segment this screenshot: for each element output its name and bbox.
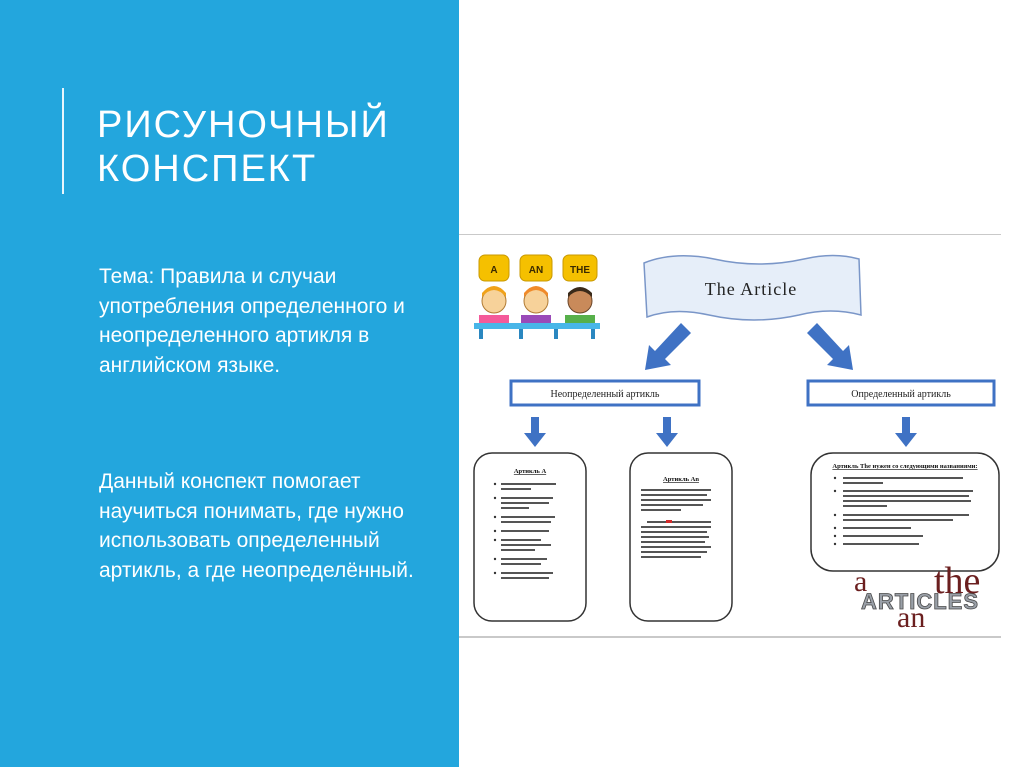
badge-an: AN [519, 254, 553, 282]
article-diagram-image: A AN THE [459, 235, 1001, 639]
card-article-an: Артикль An [629, 452, 733, 622]
indefinite-box: Неопределенный артикль [509, 379, 701, 407]
kids-illustration: A AN THE [474, 254, 600, 339]
topic-paragraph: Тема: Правила и случаи употребления опре… [99, 265, 405, 377]
badge-the: THE [562, 254, 598, 282]
slide-title: РИСУНОЧНЫЙ КОНСПЕКТ [97, 103, 447, 191]
arrow-down-right [807, 323, 853, 370]
arrow-down-left [645, 323, 691, 370]
badge-the-label: THE [570, 265, 590, 276]
card-article-the: Артикль The нужен со следующими названия… [810, 452, 1000, 572]
logo-word-a: a [854, 565, 867, 598]
diagram-svg: A AN THE [473, 254, 1000, 634]
arrow-down-a [524, 417, 546, 447]
logo-word-an: an [897, 601, 925, 634]
card-the-title: Артикль The нужен со следующими названия… [832, 463, 977, 470]
image-bottom-border [459, 636, 1001, 638]
logo-word-articles: ARTICLES [861, 589, 979, 614]
card-an-title: Артикль An [663, 476, 699, 483]
card-article-a: Артикль А [473, 452, 587, 622]
banner-text: The Article [705, 279, 797, 299]
title-line-1: РИСУНОЧНЫЙ [97, 104, 390, 146]
description-paragraph: Данный конспект помогает научиться поним… [99, 470, 414, 582]
definite-box-label: Определенный артикль [851, 389, 951, 400]
badge-a: A [478, 254, 510, 282]
logo-word-the: the [934, 560, 980, 602]
article-banner: The Article [643, 254, 862, 321]
badge-an-label: AN [529, 265, 543, 276]
indefinite-box-label: Неопределенный артикль [551, 389, 660, 400]
articles-logo: a the ARTICLES an [854, 560, 980, 634]
arrow-down-an [656, 417, 678, 447]
definite-box: Определенный артикль [806, 379, 996, 407]
card-a-title: Артикль А [514, 468, 547, 475]
arrow-down-the [895, 417, 917, 447]
title-accent-line [62, 88, 64, 194]
left-panel [0, 0, 459, 767]
badge-a-label: A [490, 265, 497, 276]
title-line-2: КОНСПЕКТ [97, 148, 318, 190]
